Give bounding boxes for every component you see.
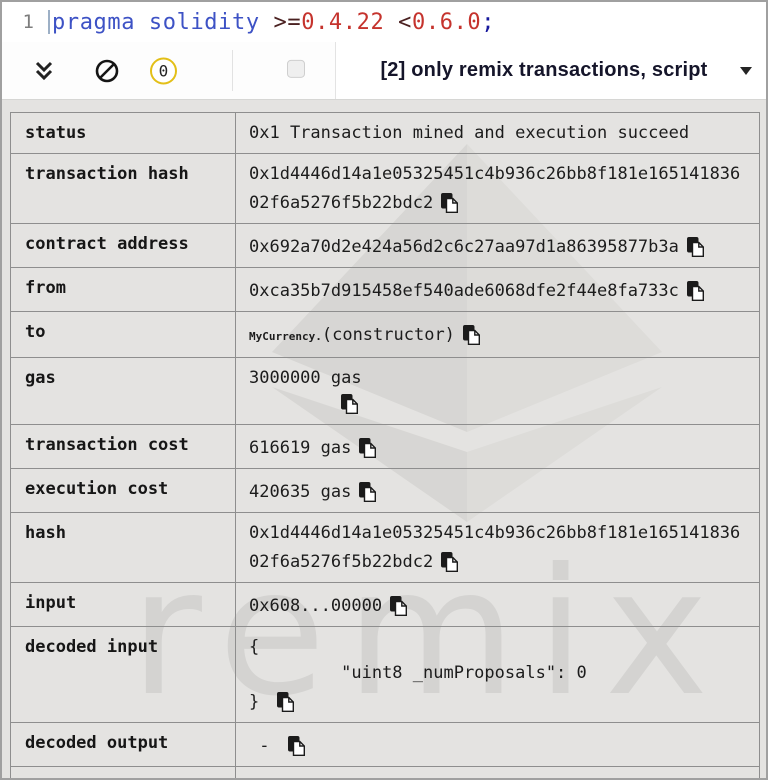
code-editor[interactable]: 1 pragma solidity >=0.4.22 <0.6.0; <box>2 2 766 42</box>
copy-icon[interactable] <box>359 482 377 502</box>
copy-icon[interactable] <box>287 736 305 756</box>
row-value: 0x692a70d2e424a56d2c6c27aa97d1a86395877b… <box>235 223 760 268</box>
row-label: transaction hash <box>10 153 236 224</box>
row-value-text: 0x1 Transaction mined and execution succ… <box>249 123 690 143</box>
row-label: to <box>10 311 236 358</box>
code-line[interactable]: pragma solidity >=0.4.22 <0.6.0; <box>52 10 495 35</box>
table-row: transaction cost 616619 gas <box>10 424 760 469</box>
table-row: to MyCurrency.(constructor) <box>10 311 760 358</box>
row-value-text: (constructor) <box>321 325 455 345</box>
row-value: - <box>235 722 760 767</box>
row-copy-icons <box>288 774 342 778</box>
row-value: [] <box>235 766 760 778</box>
pending-count: 0 <box>158 61 169 80</box>
row-value: 616619 gas <box>235 424 760 469</box>
row-value-text: 0x608...00000 <box>249 596 383 616</box>
row-label: contract address <box>10 223 236 268</box>
text-cursor <box>48 10 50 34</box>
row-copy-icons <box>441 546 463 572</box>
double-chevron-down-icon[interactable] <box>32 60 56 82</box>
table-row: hash 0x1d4446d14a1e05325451c4b936c26bb8f… <box>10 512 760 583</box>
row-copy-icons <box>277 686 299 712</box>
row-value: 420635 gas <box>235 468 760 513</box>
transaction-details-table: status 0x1 Transaction mined and executi… <box>10 112 760 778</box>
row-value-text: { "uint8 _numProposals": 0 } <box>249 637 587 712</box>
row-label: hash <box>10 512 236 583</box>
code-token: ; <box>481 9 496 35</box>
row-value: 0x1d4446d14a1e05325451c4b936c26bb8f181e1… <box>235 153 760 224</box>
table-row: status 0x1 Transaction mined and executi… <box>10 112 760 154</box>
row-value: MyCurrency.(constructor) <box>235 311 760 358</box>
row-value-text: 0x692a70d2e424a56d2c6c27aa97d1a86395877b… <box>249 237 679 257</box>
table-row: logs [] <box>10 766 760 778</box>
row-label: decoded output <box>10 722 236 767</box>
code-token: pragma solidity <box>52 9 274 35</box>
code-token: 0.6.0 <box>412 9 482 35</box>
row-label: input <box>10 582 236 627</box>
row-value: 0xca35b7d915458ef540ade6068dfe2f44e8fa73… <box>235 267 760 312</box>
copy-icon[interactable] <box>686 281 704 301</box>
table-row: decoded output - <box>10 722 760 767</box>
copy-icon[interactable] <box>686 237 704 257</box>
row-label: from <box>10 267 236 312</box>
row-label: gas <box>10 357 236 425</box>
clear-console-icon[interactable] <box>94 58 120 84</box>
row-label: decoded input <box>10 626 236 723</box>
table-row: execution cost 420635 gas <box>10 468 760 513</box>
row-value-text: 420635 gas <box>249 482 352 502</box>
line-number: 1 <box>22 11 34 33</box>
table-row: transaction hash 0x1d4446d14a1e05325451c… <box>10 153 760 224</box>
row-value-text: 616619 gas <box>249 438 352 458</box>
pending-transactions-badge[interactable]: 0 <box>150 57 177 84</box>
table-row: from 0xca35b7d915458ef540ade6068dfe2f44e… <box>10 267 760 312</box>
copy-icon[interactable] <box>359 438 377 458</box>
row-label: logs <box>10 766 236 778</box>
row-value-text: 0x1d4446d14a1e05325451c4b936c26bb8f181e1… <box>249 164 741 213</box>
copy-icon[interactable] <box>462 325 480 345</box>
copy-icon[interactable] <box>341 394 358 414</box>
table-row: input 0x608...00000 <box>10 582 760 627</box>
row-copy-icons <box>441 187 463 213</box>
table-row: decoded input { "uint8 _numProposals": 0… <box>10 626 760 723</box>
row-value: 0x608...00000 <box>235 582 760 627</box>
code-token: >= <box>273 9 302 35</box>
table-row: contract address 0x692a70d2e424a56d2c6c2… <box>10 223 760 268</box>
code-token <box>384 10 398 35</box>
row-label: status <box>10 112 236 154</box>
row-copy-icons <box>341 391 747 417</box>
row-copy-icons <box>287 730 310 756</box>
row-value-text: 0x1d4446d14a1e05325451c4b936c26bb8f181e1… <box>249 523 741 572</box>
row-value: 0x1 Transaction mined and execution succ… <box>235 112 760 154</box>
row-label: transaction cost <box>10 424 236 469</box>
row-label: execution cost <box>10 468 236 513</box>
dropdown-label: [2] only remix transactions, script <box>380 59 708 81</box>
filter-checkbox[interactable] <box>287 59 305 78</box>
row-value: 3000000 gas <box>235 357 760 425</box>
row-copy-icons <box>462 319 485 345</box>
copy-icon[interactable] <box>441 193 459 213</box>
row-copy-icons <box>359 476 381 502</box>
row-value-text: - <box>249 736 280 756</box>
toolbar-divider <box>232 50 233 91</box>
row-copy-icons <box>390 590 412 616</box>
copy-icon[interactable] <box>390 596 408 616</box>
transaction-filter-dropdown[interactable]: [2] only remix transactions, script <box>335 42 766 99</box>
row-value: 0x1d4446d14a1e05325451c4b936c26bb8f181e1… <box>235 512 760 583</box>
code-token: < <box>398 9 413 35</box>
row-value-text: 0xca35b7d915458ef540ade6068dfe2f44e8fa73… <box>249 281 679 301</box>
row-value: { "uint8 _numProposals": 0 } <box>235 626 760 723</box>
row-value-contract-name: MyCurrency. <box>249 330 322 343</box>
terminal-output: remix status 0x1 Transaction mined and e… <box>2 100 766 778</box>
code-token: 0.4.22 <box>301 9 385 35</box>
row-copy-icons <box>686 231 709 257</box>
copy-icon[interactable] <box>441 552 459 572</box>
row-value-text: 3000000 gas <box>249 368 362 388</box>
terminal-toolbar: 0 [2] only remix transactions, script <box>2 42 766 100</box>
table-row: gas 3000000 gas <box>10 357 760 425</box>
chevron-down-icon <box>740 66 752 75</box>
row-copy-icons <box>359 432 381 458</box>
copy-icon[interactable] <box>277 692 295 712</box>
row-copy-icons <box>686 275 709 301</box>
